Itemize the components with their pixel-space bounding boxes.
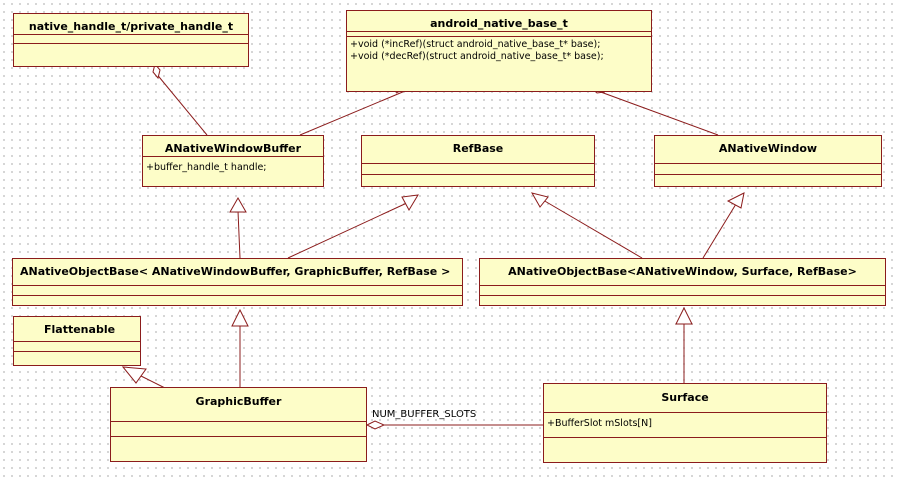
compartment-divider bbox=[14, 351, 140, 352]
class-anative-window-buffer[interactable]: ANativeWindowBuffer +buffer_handle_t han… bbox=[142, 135, 324, 187]
aggregation-diamond bbox=[152, 62, 161, 80]
class-name: native_handle_t/private_handle_t bbox=[28, 20, 234, 33]
class-name: ANativeWindow bbox=[718, 142, 818, 155]
class-surface[interactable]: Surface +BufferSlot mSlots[N] bbox=[543, 383, 827, 463]
aggregation-window-base bbox=[597, 90, 719, 136]
compartment-divider bbox=[111, 421, 366, 436]
attributes-compartment: +buffer_handle_t handle; bbox=[143, 156, 323, 176]
generalization-arrow bbox=[229, 196, 247, 213]
compartment-divider bbox=[362, 174, 594, 175]
generalization-arrow bbox=[121, 366, 147, 384]
generalization-arrow bbox=[675, 306, 693, 325]
compartment-divider bbox=[480, 285, 885, 295]
class-name: RefBase bbox=[452, 142, 504, 155]
class-name: Surface bbox=[661, 391, 709, 404]
operation-decref: +void (*decRef)(struct android_native_ba… bbox=[350, 51, 604, 62]
class-name: ANativeObjectBase<ANativeWindow, Surface… bbox=[508, 265, 857, 278]
class-android-native-base[interactable]: android_native_base_t +void (*incRef)(st… bbox=[346, 10, 652, 92]
compartment-divider bbox=[13, 295, 462, 296]
compartment-divider bbox=[14, 43, 248, 44]
generalization-arrow bbox=[726, 192, 745, 209]
class-anative-object-base-window[interactable]: ANativeObjectBase<ANativeWindow, Surface… bbox=[479, 258, 886, 306]
aggregation-buffer-base bbox=[299, 90, 406, 136]
generalization-arrow bbox=[530, 192, 549, 208]
class-flattenable[interactable]: Flattenable bbox=[13, 316, 141, 366]
attributes-compartment: +BufferSlot mSlots[N] bbox=[544, 412, 826, 432]
class-name: GraphicBuffer bbox=[195, 395, 282, 408]
compartment-divider bbox=[347, 31, 651, 36]
class-anative-object-base-buffer[interactable]: ANativeObjectBase< ANativeWindowBuffer, … bbox=[12, 258, 463, 306]
generalization-arrow bbox=[231, 308, 249, 327]
operation-incref: +void (*incRef)(struct android_native_ba… bbox=[350, 39, 601, 50]
compartment-divider bbox=[14, 34, 248, 43]
generalization-objbase1-anwb bbox=[237, 210, 241, 259]
class-anative-window[interactable]: ANativeWindow bbox=[654, 135, 882, 187]
multiplicity-label: NUM_BUFFER_SLOTS bbox=[372, 409, 477, 420]
class-graphic-buffer[interactable]: GraphicBuffer bbox=[110, 387, 367, 462]
attribute-mslots: +BufferSlot mSlots[N] bbox=[547, 418, 652, 429]
generalization-graphicbuffer-flattenable bbox=[140, 375, 166, 389]
compartment-divider bbox=[544, 437, 826, 438]
class-name: ANativeWindowBuffer bbox=[164, 142, 302, 155]
class-refbase[interactable]: RefBase bbox=[361, 135, 595, 187]
compartment-divider bbox=[480, 295, 885, 296]
operations-compartment: +void (*incRef)(struct android_native_ba… bbox=[347, 36, 651, 65]
compartment-divider bbox=[14, 341, 140, 351]
compartment-divider bbox=[655, 174, 881, 175]
aggregation-buffer-handle bbox=[154, 71, 208, 136]
class-name: Flattenable bbox=[44, 323, 116, 336]
attribute-handle: +buffer_handle_t handle; bbox=[146, 162, 267, 173]
class-name: android_native_base_t bbox=[430, 17, 568, 30]
aggregation-diamond bbox=[365, 420, 386, 430]
generalization-arrow bbox=[401, 194, 419, 212]
class-native-handle[interactable]: native_handle_t/private_handle_t bbox=[13, 13, 249, 67]
compartment-divider bbox=[362, 163, 594, 174]
generalization-objbase1-refbase bbox=[287, 201, 410, 259]
compartment-divider bbox=[111, 436, 366, 437]
compartment-divider bbox=[655, 163, 881, 174]
generalization-objbase2-refbase bbox=[542, 199, 643, 259]
class-name: ANativeObjectBase< ANativeWindowBuffer, … bbox=[20, 265, 451, 278]
compartment-divider bbox=[13, 285, 462, 295]
generalization-objbase2-anw bbox=[702, 203, 737, 259]
